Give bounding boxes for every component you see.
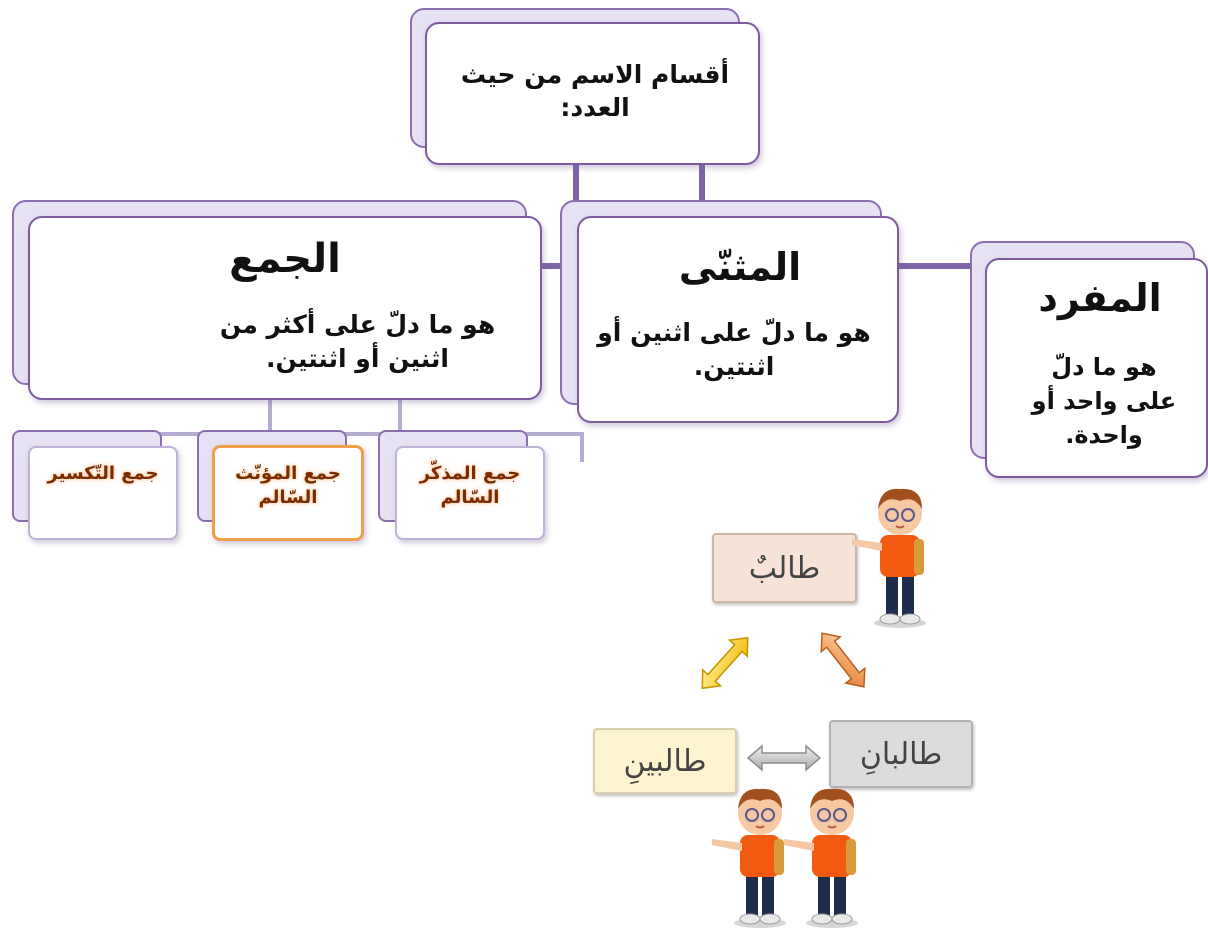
jam-node <box>28 216 542 400</box>
example-plural-box: طالبينِ <box>593 728 737 794</box>
plural-type-3 <box>28 446 178 540</box>
connector-jam-down-2 <box>398 400 402 434</box>
mufrad-node <box>985 258 1208 478</box>
muthanna-node <box>577 216 899 423</box>
root-node <box>425 22 760 165</box>
plural-type-3-label: جمع التّكسير <box>47 463 159 484</box>
student-icon-singular <box>852 488 926 628</box>
connector-muthanna-mufrad <box>896 263 988 269</box>
plural-type-1 <box>395 446 545 540</box>
mufrad-desc: هو ما دلّ على واحد أو واحدة. <box>1031 353 1177 449</box>
connector-jam-down-1 <box>268 400 272 434</box>
muthanna-desc: هو ما دلّ على اثنين أو اثنتين. <box>597 318 871 381</box>
plural-type-2-label: جمع المؤنّث السّالم <box>235 463 341 508</box>
mufrad-title: المفرد <box>1038 276 1162 320</box>
plural-type-1-label: جمع المذكّر السّالم <box>419 463 521 508</box>
student-icon-dual <box>784 788 858 928</box>
plural-type-2 <box>212 445 364 541</box>
connector-root-right <box>699 160 705 215</box>
muthanna-title: المثنّى <box>678 245 802 289</box>
example-singular-box: طالبٌ <box>712 533 857 603</box>
jam-desc: هو ما دلّ على أكثر من اثنين أو اثنتين. <box>219 310 496 373</box>
jam-title: الجمع <box>229 236 341 282</box>
connector-root-left <box>573 150 579 210</box>
connector-plural-end <box>580 432 584 462</box>
student-icon-plural <box>712 788 786 928</box>
root-title: أقسام الاسم من حيث العدد: <box>460 60 730 122</box>
example-dual-box: طالبانِ <box>829 720 973 788</box>
connector-jam-muthanna <box>540 263 562 269</box>
connector-plural-bar <box>110 432 584 436</box>
arrow-dual-plural <box>746 744 822 772</box>
arrow-singular-plural <box>701 636 749 690</box>
arrow-singular-dual <box>820 632 866 688</box>
